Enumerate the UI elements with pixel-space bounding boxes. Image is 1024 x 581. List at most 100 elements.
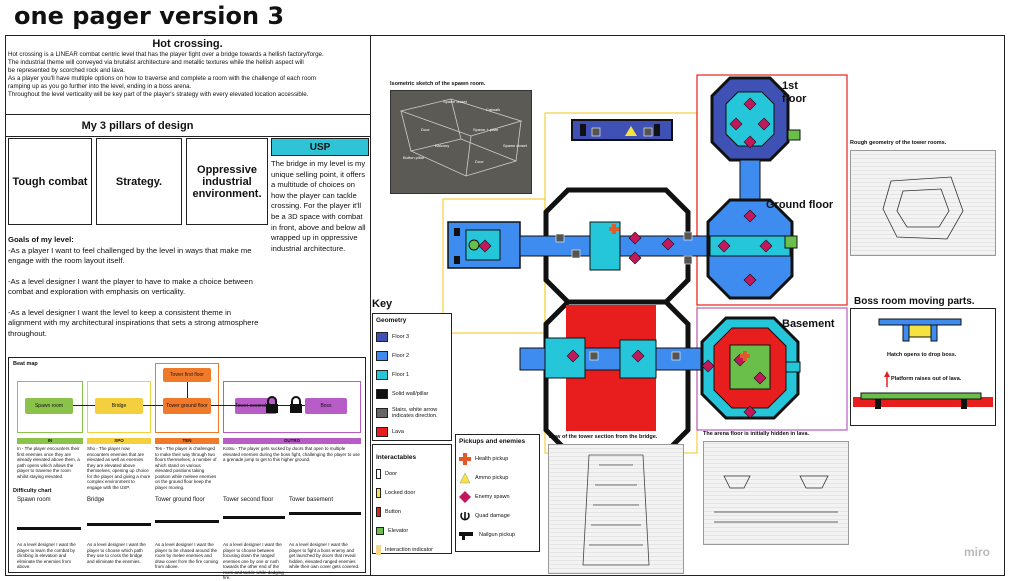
- beat-node: Spawn room: [25, 398, 73, 414]
- key-label: Quad damage: [475, 512, 510, 519]
- pillar-card: Oppressive industrial environment.: [186, 138, 268, 225]
- usp-text: The bridge in my level is my unique sell…: [271, 159, 366, 253]
- phase-text: Sho - The player now encounters enemies …: [87, 446, 151, 490]
- difficulty-note: As a level designer I want the player to…: [223, 542, 284, 580]
- key-geometry-item: Floor 1: [376, 365, 448, 384]
- difficulty-bar: [289, 512, 361, 515]
- beat-node: Bridge: [95, 398, 143, 414]
- key-label: Door: [385, 470, 397, 477]
- key-label: Enemy spawn: [475, 493, 510, 500]
- swatch: [376, 506, 381, 517]
- intro-section: Hot crossing. Hot crossing is a LINEAR c…: [5, 35, 370, 115]
- basement-arena-platform: [729, 344, 771, 390]
- key-interactable-item: Elevator: [376, 521, 448, 540]
- intro-line: ramping up as you go further into the le…: [8, 83, 192, 90]
- phase-frame-outro: [223, 381, 361, 433]
- tower-sketch-caption: Rough geometry of the tower rooms.: [850, 140, 947, 146]
- phase-label: TEN: [155, 438, 219, 444]
- enemy-diamond-icon: [459, 490, 471, 503]
- boss-mechanism-diagram: [853, 318, 993, 409]
- key-label: Button: [385, 508, 401, 515]
- platform-caption: Platform raises out of lava.: [891, 376, 962, 382]
- iso-label: Door: [475, 159, 484, 164]
- difficulty-note: As a level designer I want the player to…: [87, 542, 146, 564]
- spawn-stairs: [454, 256, 460, 264]
- elevator-icon: [787, 129, 801, 141]
- key-interactables-panel: Interactables Door Locked door Button El…: [372, 444, 452, 555]
- key-geometry-item: Solid wall/pillar: [376, 384, 448, 403]
- beat-map-title: Beat map: [13, 361, 38, 367]
- lock-icon: [266, 396, 278, 413]
- pillar-card: Tough combat: [8, 138, 92, 225]
- pillars-header: My 3 pillars of design: [5, 115, 370, 137]
- iso-label: Balcony: [435, 143, 450, 148]
- intro-line: The industrial theme will conveyed via b…: [8, 59, 304, 66]
- phase-text: In - The player encounters their first e…: [17, 446, 80, 479]
- key-pickups-title: Pickups and enemies: [459, 438, 526, 445]
- page-title: one pager version 3: [14, 2, 285, 30]
- quad-damage-icon: [460, 511, 470, 520]
- iso-label: Spawn closet: [443, 99, 467, 104]
- pillar-card: Strategy.: [96, 138, 182, 225]
- key-label: Health pickup: [475, 455, 509, 462]
- beat-connector: [187, 382, 188, 398]
- difficulty-column-label: Spawn room: [17, 497, 51, 503]
- key-label: Ammo pickup: [475, 474, 509, 481]
- health-pickups: [609, 224, 750, 361]
- key-geometry-item: Stairs, white arrow indicates direction.: [376, 403, 448, 422]
- tower-region-outline: [696, 74, 848, 306]
- difficulty-note: As a level designer I want the player to…: [17, 542, 76, 569]
- difficulty-column-label: Tower ground floor: [155, 497, 205, 503]
- ground-floor-label: Ground floor: [766, 199, 834, 211]
- spawn-elevator: [468, 239, 480, 251]
- arena-image: [703, 441, 849, 545]
- intro-line: Hot crossing is a LINEAR combat centric …: [8, 51, 324, 58]
- goal-item: -As a level designer I want the level to…: [8, 307, 259, 338]
- intro-line: Throughout the level verticality will be…: [8, 91, 309, 98]
- swatch: [376, 487, 381, 498]
- key-interactable-item: Locked door: [376, 483, 448, 502]
- beat-connector: [73, 405, 95, 406]
- key-label: Stairs, white arrow indicates direction.: [392, 406, 438, 419]
- catwalk-pillar: [580, 124, 586, 136]
- difficulty-column-label: Tower second floor: [223, 497, 274, 503]
- phase-frame-spo: [87, 381, 151, 433]
- iso-label: Catwalk: [486, 107, 501, 112]
- ammo-triangle-icon: [459, 471, 471, 483]
- key-label: Elevator: [388, 527, 409, 534]
- iso-label: Spawn + pillar: [473, 127, 499, 132]
- goals-title: Goals of my level:: [8, 235, 74, 244]
- miro-watermark: miro: [964, 545, 991, 559]
- beat-connector: [143, 405, 163, 406]
- catwalk-pillar: [654, 124, 660, 136]
- level-map: [442, 74, 848, 455]
- basement-label: Basement: [782, 318, 835, 330]
- first-floor-label: 1st floor: [782, 80, 807, 105]
- key-geometry-item: Lava: [376, 422, 448, 441]
- swatch: [376, 388, 388, 399]
- bridge-lower-platform: [544, 337, 586, 379]
- difficulty-bar: [155, 520, 219, 523]
- key-geometry-item: Floor 2: [376, 346, 448, 365]
- boss-room-title: Boss room moving parts.: [854, 296, 975, 307]
- bridge-view-lines: [582, 454, 650, 566]
- key-label: Floor 3: [392, 333, 410, 340]
- iso-label: Button pillar: [403, 155, 425, 160]
- swatch: [376, 468, 381, 479]
- hatch-caption: Hatch opens to drop boss.: [887, 352, 957, 358]
- swatch: [376, 331, 388, 342]
- iso-sketch-lines: [399, 98, 523, 177]
- goal-item: -As a player I want to feel challenged b…: [8, 245, 252, 266]
- iso-sketch-caption: Isometric sketch of the spawn room.: [390, 81, 486, 87]
- phase-frame-ten: [155, 363, 219, 433]
- beat-node: Tower first floor: [163, 368, 211, 382]
- elevator-icon: [784, 235, 798, 249]
- tower-sketch-image: [850, 150, 996, 256]
- stairs-markers: [555, 127, 693, 361]
- key-interactable-item: Interaction indicator: [376, 540, 448, 559]
- key-pickup-item: Health pickup: [459, 449, 536, 468]
- key-interactable-item: Button: [376, 502, 448, 521]
- key-geometry-title: Geometry: [376, 317, 407, 324]
- key-label: Floor 1: [392, 371, 410, 378]
- intro-line: As a player you'll have multiple options…: [8, 75, 316, 82]
